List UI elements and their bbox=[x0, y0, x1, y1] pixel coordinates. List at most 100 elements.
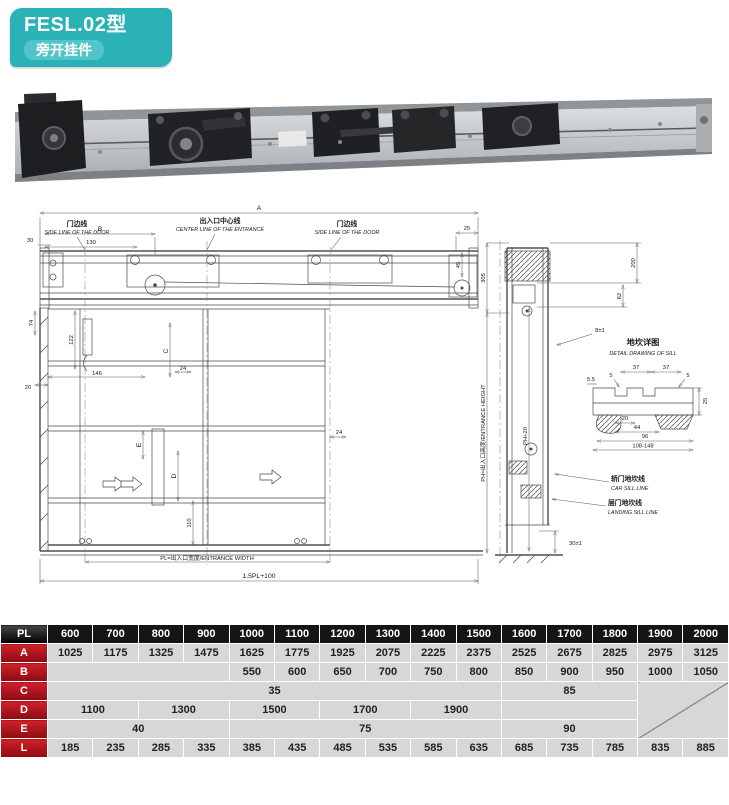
table-cell: 850 bbox=[500, 662, 548, 682]
table-cell: 950 bbox=[591, 662, 639, 682]
sill-detail-title-cn: 地坎详图 bbox=[627, 337, 660, 347]
table-cell bbox=[47, 662, 230, 682]
drive-hanger-assembly bbox=[148, 108, 307, 166]
table-cell: 585 bbox=[410, 738, 457, 758]
dim-305-label: 305 bbox=[481, 273, 487, 283]
table-cell: 2825 bbox=[591, 643, 639, 663]
pl-column-header: 1300 bbox=[364, 624, 412, 644]
dim-130-label: 130 bbox=[86, 240, 96, 246]
table-cell: 685 bbox=[500, 738, 548, 758]
sill-20-label: 20 bbox=[622, 416, 628, 422]
table-cell: 1000 bbox=[637, 662, 684, 682]
table-cell: 90 bbox=[500, 719, 639, 739]
pl-header-cell: PL bbox=[0, 624, 48, 644]
pl-column-header: 2000 bbox=[682, 624, 729, 644]
sill-5-5-label: 5.5 bbox=[587, 377, 595, 383]
landing-sill-label-cn: 层门地坎线 bbox=[608, 498, 642, 507]
pl-column-header: 1600 bbox=[500, 624, 548, 644]
model-badge: FESL.02型 旁开挂件 bbox=[10, 8, 172, 67]
center-line-en: CENTER LINE OF THE ENTRANCE bbox=[176, 227, 264, 233]
pl-column-header: 1000 bbox=[228, 624, 275, 644]
dim-200-label: 200 bbox=[631, 258, 637, 268]
table-cell: 85 bbox=[500, 681, 639, 701]
side-line-right-cn: 门边线 bbox=[337, 219, 358, 228]
model-type: 旁开挂件 bbox=[24, 40, 104, 60]
table-cell: 1175 bbox=[92, 643, 139, 663]
sill-detail bbox=[587, 372, 702, 450]
car-sill-label-cn: 轿门地坎线 bbox=[611, 474, 645, 483]
right-hanger-assembly bbox=[98, 103, 662, 154]
table-cell: 1700 bbox=[319, 700, 412, 720]
sill-44-label: 44 bbox=[634, 425, 641, 431]
sill-37-right-label: 37 bbox=[663, 365, 669, 371]
table-cell: 785 bbox=[591, 738, 639, 758]
table-cell bbox=[637, 681, 729, 739]
table-cell: 1100 bbox=[47, 700, 139, 720]
row-label-L: L bbox=[0, 738, 48, 758]
table-cell: 3125 bbox=[682, 643, 729, 663]
table-cell: 435 bbox=[273, 738, 321, 758]
table-cell: 285 bbox=[137, 738, 185, 758]
side-line-left-cn: 门边线 bbox=[67, 219, 88, 228]
table-cell: 2525 bbox=[500, 643, 548, 663]
table-cell: 2975 bbox=[637, 643, 684, 663]
sill-37-left-label: 37 bbox=[633, 365, 639, 371]
dim-c-label: C bbox=[163, 348, 170, 353]
table-cell: 1300 bbox=[137, 700, 230, 720]
table-cell: 335 bbox=[183, 738, 230, 758]
model-name: FESL.02型 bbox=[24, 14, 127, 36]
dim-24-right-label: 24 bbox=[336, 430, 343, 436]
sill-5-left-label: 5 bbox=[609, 373, 612, 379]
table-cell: 385 bbox=[228, 738, 275, 758]
table-cell: 1625 bbox=[228, 643, 275, 663]
table-cell: 800 bbox=[455, 662, 502, 682]
center-line-cn: 出入口中心线 bbox=[200, 216, 241, 225]
table-cell: 600 bbox=[273, 662, 321, 682]
dim-30-1-label: 30±1 bbox=[569, 541, 582, 547]
pl-column-header: 1500 bbox=[455, 624, 502, 644]
table-cell bbox=[500, 700, 639, 720]
table-cell: 2375 bbox=[455, 643, 502, 663]
table-cell: 750 bbox=[410, 662, 457, 682]
dim-45-label: 45 bbox=[456, 262, 462, 268]
table-cell: 35 bbox=[47, 681, 502, 701]
dim-30-label: 30 bbox=[27, 238, 33, 244]
entrance-width-label: PL=出入口宽度/ENTRANCE WIDTH bbox=[160, 554, 254, 562]
drawing-labels: A B 130 30 门边线 SIDE LINE OF THE DOOR 出入口… bbox=[25, 205, 709, 580]
table-cell: 1925 bbox=[319, 643, 366, 663]
pl-column-header: 700 bbox=[92, 624, 139, 644]
sill-5-right-label: 5 bbox=[686, 373, 689, 379]
ph-plus-20-label: PH+20 bbox=[523, 427, 529, 445]
dim-b-label: B bbox=[98, 226, 103, 233]
table-cell: 40 bbox=[47, 719, 230, 739]
table-cell: 1325 bbox=[137, 643, 185, 663]
dim-20-label: 20 bbox=[25, 385, 31, 391]
table-cell: 485 bbox=[319, 738, 366, 758]
sill-96-label: 96 bbox=[642, 434, 648, 440]
side-view bbox=[487, 241, 641, 565]
table-cell: 2075 bbox=[364, 643, 412, 663]
product-photo bbox=[15, 92, 712, 182]
table-cell: 835 bbox=[637, 738, 684, 758]
table-cell: 1900 bbox=[410, 700, 502, 720]
dim-a-label: A bbox=[257, 205, 262, 212]
table-cell: 185 bbox=[46, 738, 94, 758]
dim-62-label: 62 bbox=[617, 293, 623, 299]
table-cell: 550 bbox=[228, 662, 275, 682]
row-label-D: D bbox=[0, 700, 48, 720]
row-label-E: E bbox=[0, 719, 48, 739]
table-cell: 1775 bbox=[273, 643, 321, 663]
row-label-A: A bbox=[0, 643, 48, 663]
table-cell: 2225 bbox=[410, 643, 457, 663]
table-cell: 1050 bbox=[682, 662, 729, 682]
pl-column-header: 1100 bbox=[273, 624, 321, 644]
pl-column-header: 900 bbox=[183, 624, 230, 644]
pl-column-header: 1200 bbox=[319, 624, 366, 644]
dim-24-left-label: 24 bbox=[180, 366, 187, 372]
